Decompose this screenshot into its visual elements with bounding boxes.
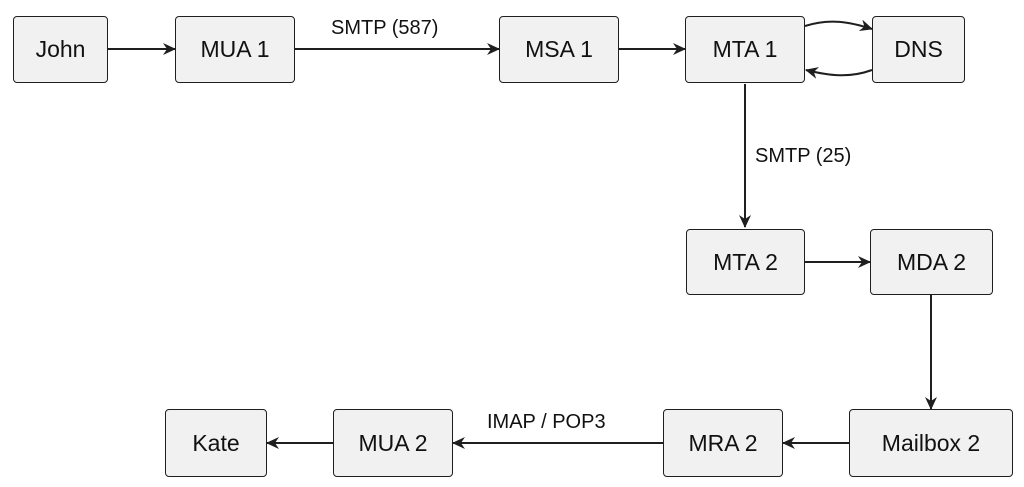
node-dns: DNS — [872, 16, 965, 83]
node-mta2: MTA 2 — [686, 229, 805, 295]
edge-mta1-dns — [804, 19, 873, 32]
node-mua1: MUA 1 — [175, 16, 295, 83]
node-mailbox2: Mailbox 2 — [849, 409, 1013, 477]
node-mua2: MUA 2 — [333, 409, 453, 477]
node-mra2: MRA 2 — [663, 409, 783, 477]
node-msa1: MSA 1 — [499, 16, 619, 83]
node-mda2: MDA 2 — [870, 229, 993, 295]
edge-label-imap-pop3: IMAP / POP3 — [487, 411, 606, 433]
edge-dns-mta1 — [805, 67, 873, 79]
node-kate: Kate — [165, 409, 267, 477]
node-mta1: MTA 1 — [685, 16, 805, 83]
edge-label-smtp-587: SMTP (587) — [331, 17, 439, 39]
node-john: John — [13, 16, 108, 83]
edge-label-smtp-25: SMTP (25) — [755, 145, 852, 167]
